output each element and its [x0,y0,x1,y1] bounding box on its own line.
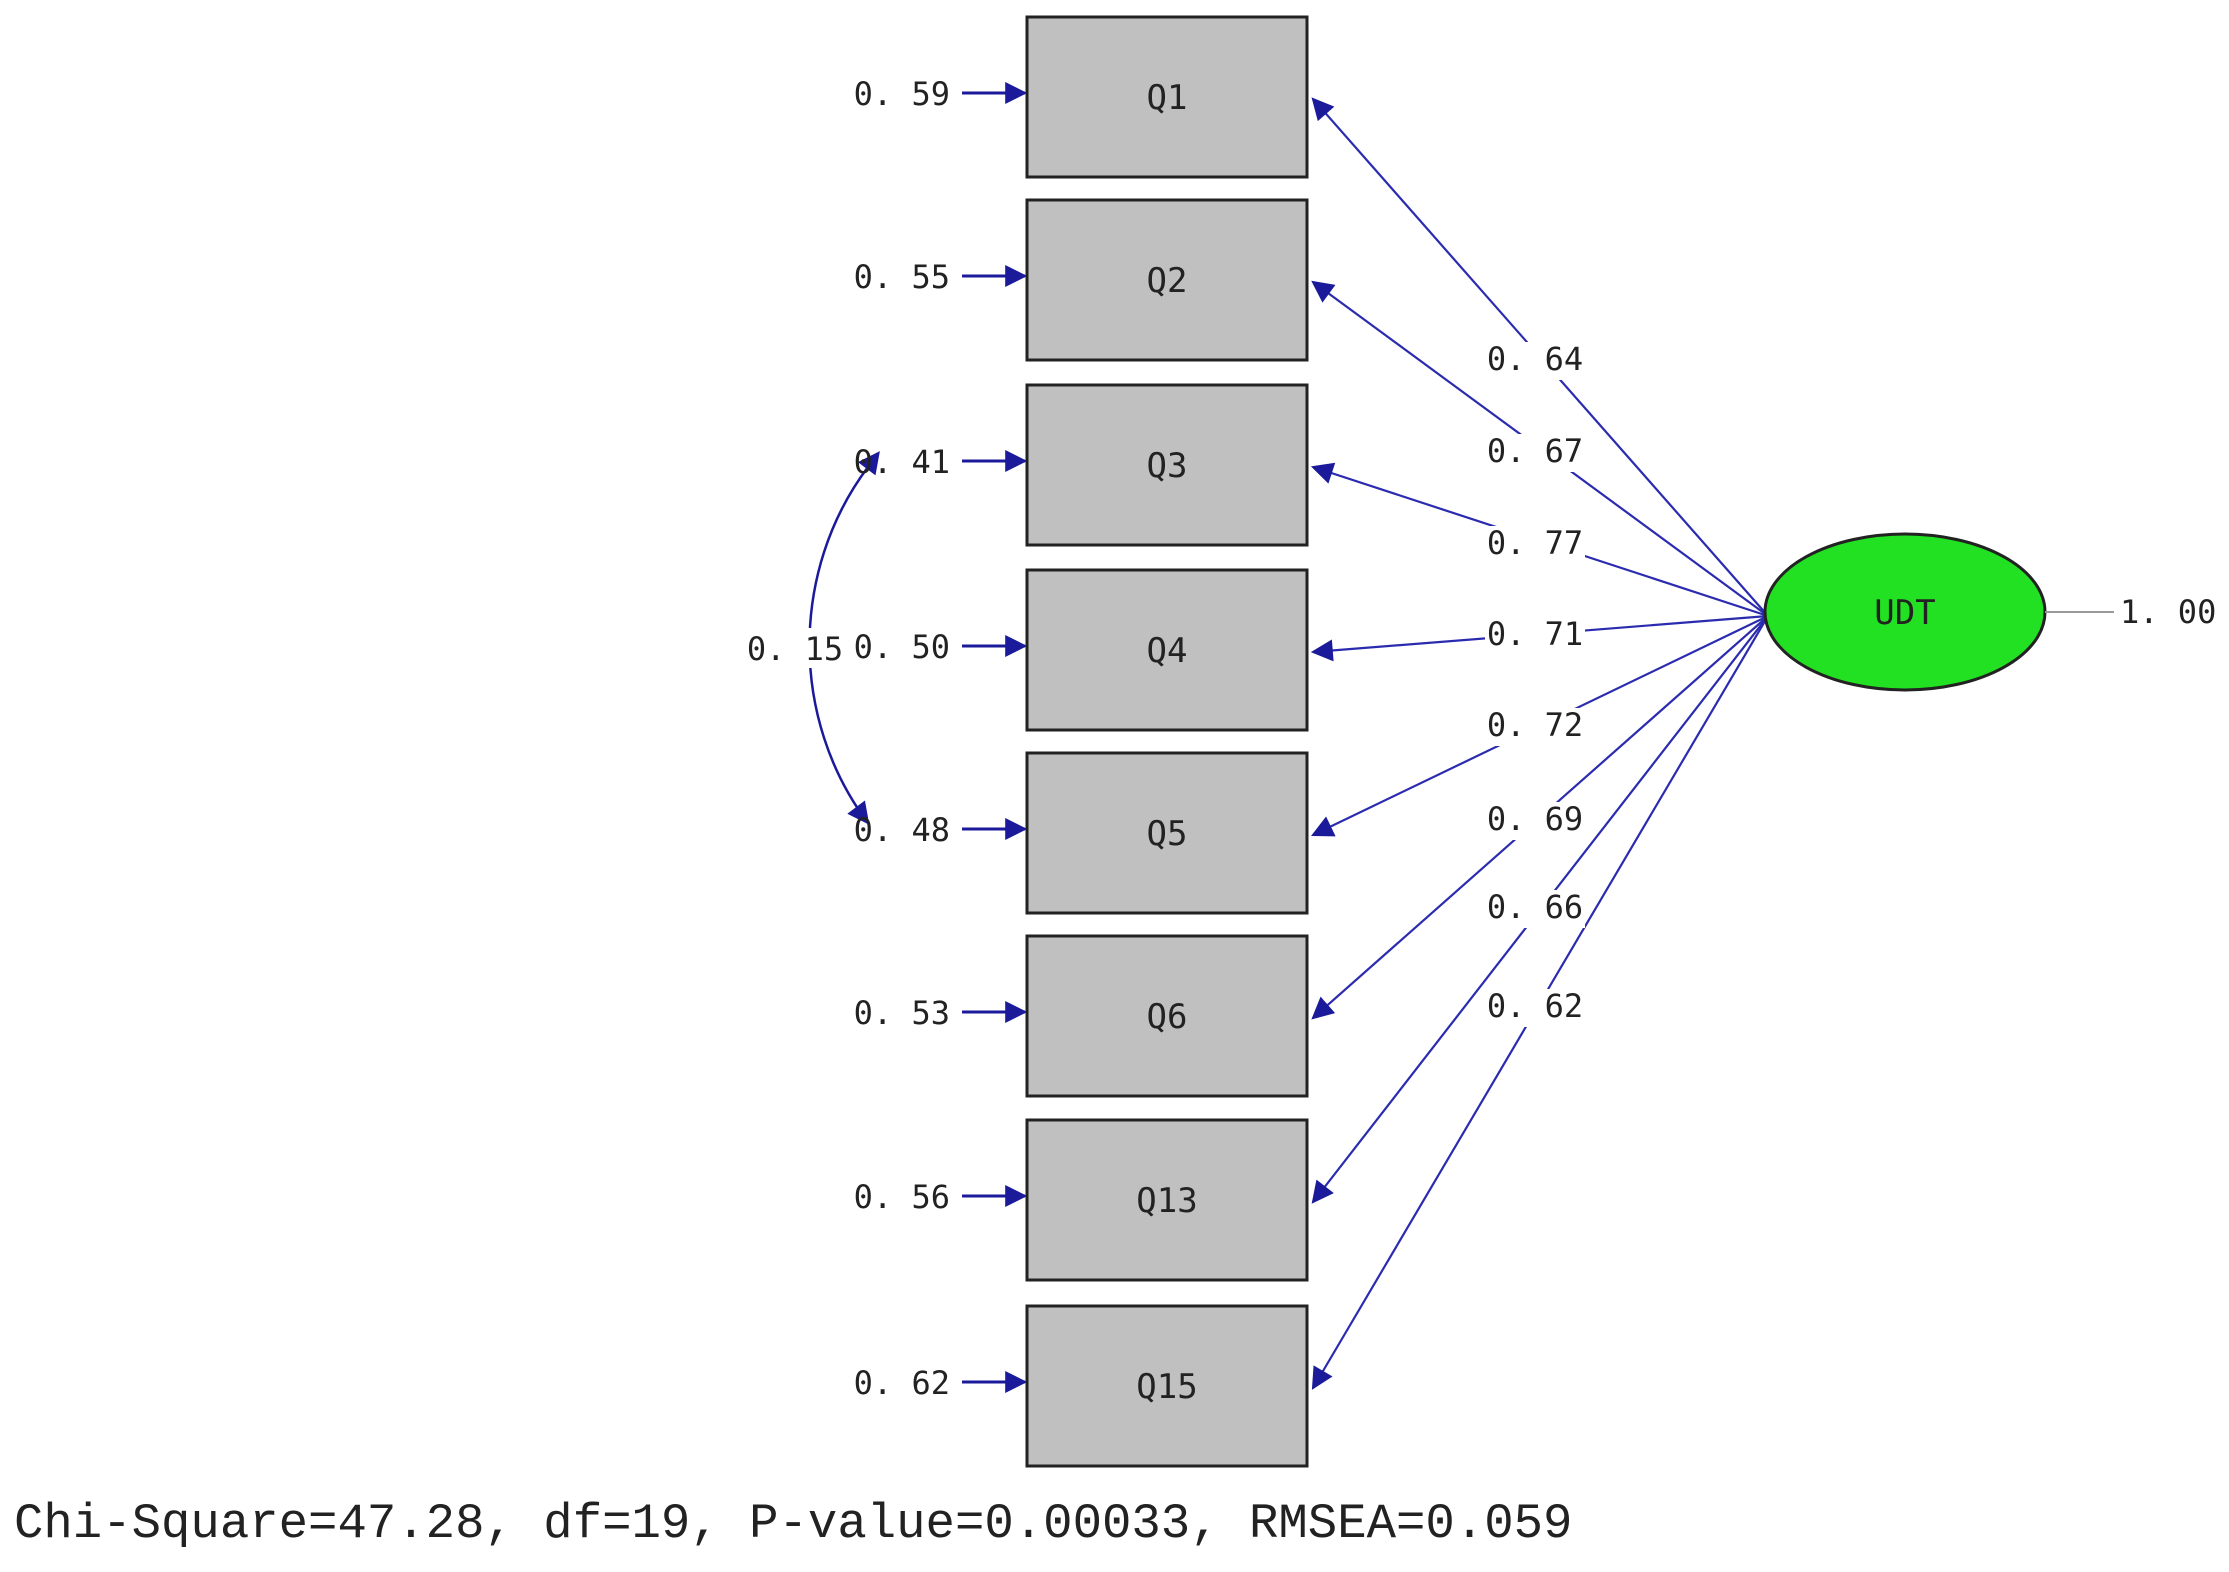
loading-label-bg [1485,890,1585,928]
indicator-rect [1025,383,1309,547]
loading-label-bg [1485,617,1585,655]
indicator-label: Q4 [1147,631,1188,671]
loading-value: 0. 64 [1487,340,1583,378]
indicator-rect [1025,15,1309,179]
error-variance-q15: 0. 62 [854,1364,950,1402]
indicator-label: Q5 [1147,814,1188,854]
loading-label-bg [1485,342,1585,380]
indicator-box-q1: Q1 [1025,15,1309,179]
covariance-label: 0. 15 [747,628,843,668]
loading-value: 0. 66 [1487,888,1583,926]
indicator-box-q6: Q6 [1025,934,1309,1098]
latent-variance-value: 1. 00 [2120,593,2216,631]
error-variance-q13: 0. 56 [854,1178,950,1216]
loading-value: 0. 69 [1487,800,1583,838]
loading-label-bg [1485,434,1585,472]
error-variance-q5: 0. 48 [854,811,950,849]
indicator-box-q13: Q13 [1025,1118,1309,1282]
indicator-rect [1025,751,1309,915]
error-variance-q6: 0. 53 [854,994,950,1032]
loading-label-bg [1485,989,1585,1027]
fit-statistics: Chi-Square=47.28, df=19, P-value=0.00033… [14,1496,1573,1552]
loading-label-q1: 0. 64 [1485,340,1585,380]
covariance-label-bg [748,628,842,668]
indicator-box-q15: Q15 [1025,1304,1309,1468]
indicator-rect [1025,1304,1309,1468]
loading-value: 0. 67 [1487,432,1583,470]
path-labels: 0. 59 0. 64 0. 55 0. 67 0. 41 0. 77 0. 50 0. 71… [747,75,1585,1402]
indicator-label: Q6 [1147,997,1188,1037]
indicator-rect [1025,1118,1309,1282]
error-variance-q2: 0. 55 [854,258,950,296]
indicator-rect [1025,198,1309,362]
error-variance-q3: 0. 41 [854,443,950,481]
loading-label-q6: 0. 69 [1485,800,1585,840]
indicator-box-q4: Q4 [1025,568,1309,732]
indicator-box-q5: Q5 [1025,751,1309,915]
loading-label-bg [1485,708,1585,746]
loading-label-q3: 0. 77 [1485,524,1585,564]
loading-label-q13: 0. 66 [1485,888,1585,928]
loading-label-bg [1485,526,1585,564]
error-variance-q4: 0. 50 [854,628,950,666]
loading-label-q5: 0. 72 [1485,706,1585,746]
error-arrows [962,82,1028,1393]
indicator-label: Q1 [1147,78,1188,118]
latent-label: UDT [1874,593,1935,633]
loading-value: 0. 77 [1487,524,1583,562]
loading-value: 0. 62 [1487,987,1583,1025]
indicator-box-q2: Q2 [1025,198,1309,362]
latent-variable: UDT 1. 00 [1763,532,2216,692]
loading-value: 0. 72 [1487,706,1583,744]
indicator-rect [1025,568,1309,732]
loading-label-q2: 0. 67 [1485,432,1585,472]
indicator-box-q3: Q3 [1025,383,1309,547]
indicator-label: Q2 [1147,261,1188,301]
covariance-value: 0. 15 [747,630,843,668]
indicator-rect [1025,934,1309,1098]
loading-label-q15: 0. 62 [1485,987,1585,1027]
indicator-label: Q3 [1147,446,1188,486]
indicator-label: Q15 [1136,1367,1197,1407]
loading-value: 0. 71 [1487,615,1583,653]
loading-label-bg [1485,802,1585,840]
indicator-label: Q13 [1136,1181,1197,1221]
error-variance-q1: 0. 59 [854,75,950,113]
loading-label-q4: 0. 71 [1485,615,1585,655]
